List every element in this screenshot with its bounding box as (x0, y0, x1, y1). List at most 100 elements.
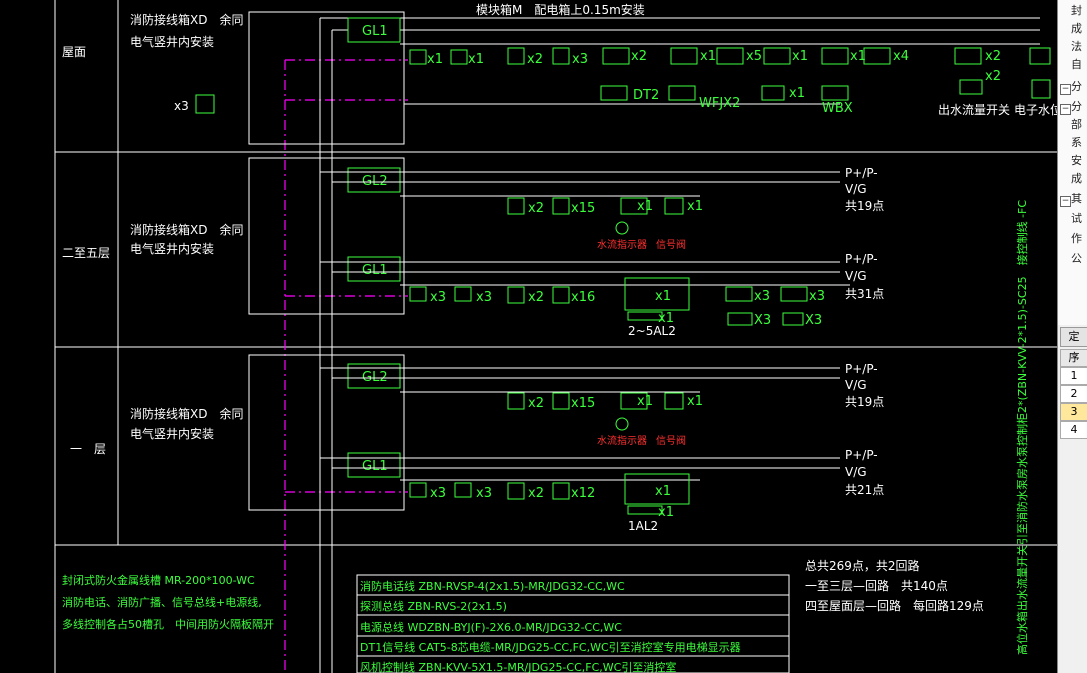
bus-label-1: P+/P- (845, 166, 878, 180)
install-note-f1-1: 消防接线箱XD 余同 (130, 406, 243, 421)
signal-valve-label: 信号阀 (656, 238, 686, 251)
flow-switch-icon (959, 79, 983, 95)
side-panel: 封 成 法 自 − 分 − 分 部 系 安 成 − 其 试 作 公 定 序 1 … (1057, 0, 1087, 673)
count-label: x1 (427, 52, 443, 67)
collapse-icon[interactable]: − (1060, 104, 1071, 115)
water-flow-label: 水流指示器 (597, 238, 647, 251)
manual-alarm-icon (450, 49, 468, 65)
gl1-f2to5-box (347, 256, 401, 282)
count-label: x1 (687, 199, 703, 214)
gl1-f2to5-label: GL1 (362, 263, 388, 278)
count-label: X3 (805, 313, 822, 328)
count-label: x3 (754, 289, 770, 304)
count-label: x2 (528, 486, 544, 501)
signal-valve-label: 信号阀 (656, 434, 686, 447)
panel-tab[interactable]: 定 (1060, 327, 1087, 347)
dt2-module-icon (600, 85, 628, 101)
left-note-2: 消防电话、消防广播、信号总线+电源线, (62, 595, 262, 609)
count-label: x2 (985, 69, 1001, 84)
count-label: x5 (746, 49, 762, 64)
count-label: x3 (476, 486, 492, 501)
count-label: x1 (468, 52, 484, 67)
grid-row-2[interactable]: 2 (1060, 385, 1087, 403)
floor-label-2-5: 二至五层 (62, 246, 110, 260)
flow-switch-label: 出水流量开关 (938, 103, 1010, 117)
total-points: 共31点 (845, 287, 884, 301)
count-label: x2 (527, 52, 543, 67)
sounder-icon (552, 47, 570, 65)
count-label: x1 (637, 394, 653, 409)
legend-box (356, 574, 790, 673)
grid-row-4[interactable]: 4 (1060, 421, 1087, 439)
summary-2: 一至三层—回路 共140点 (805, 578, 948, 593)
install-note-f2to5-1: 消防接线箱XD 余同 (130, 222, 243, 237)
vertical-flow-switch-note: 高位水箱出水流量开关引至消防水泵房水泵控制柜2*(ZBN-KVV-2*1.5)-… (1015, 200, 1029, 655)
elec-valve-label: 电子水位 (1014, 102, 1057, 117)
module-icon (1029, 47, 1051, 65)
count-label: x1 (789, 86, 805, 101)
count-label: x1 (655, 484, 671, 499)
install-note-f1-2: 电气竖井内安装 (130, 426, 214, 441)
count-label: x2 (528, 290, 544, 305)
bus-label-2: V/G (845, 378, 867, 392)
smoke-detector-icon (409, 49, 427, 65)
count-label: x2 (528, 201, 544, 216)
install-note-f2to5-2: 电气竖井内安装 (130, 241, 214, 256)
legend-item: DT1信号线 CAT5-8芯电缆-MR/JDG25-CC,FC,WC引至消控室专… (360, 640, 741, 654)
water-flow-label: 水流指示器 (597, 434, 647, 447)
left-note-3: 多线控制各占50槽孔 中间用防火隔板隔开 (62, 617, 274, 631)
count-label: x2 (985, 49, 1001, 64)
legend-item: 电源总线 WDZBN-BYJ(F)-2X6.0-MR/JDG32-CC,WC (360, 620, 622, 634)
tree-text: 公 (1071, 252, 1082, 265)
bus-label-2: V/G (845, 269, 867, 283)
tree-text: 分 (1071, 80, 1082, 93)
module-icon (761, 85, 785, 101)
tree-text: 部 (1071, 118, 1082, 131)
section-boxes (248, 11, 405, 511)
collapse-icon[interactable]: − (1060, 196, 1071, 207)
install-note-roof-2: 电气竖井内安装 (130, 34, 214, 49)
collapse-icon[interactable]: − (1060, 84, 1071, 95)
grid-row-1[interactable]: 1 (1060, 367, 1087, 385)
count-label: x2 (631, 49, 647, 64)
gl1-f1-box (347, 452, 401, 478)
grid-row-3[interactable]: 3 (1060, 403, 1087, 421)
tree-text: 系 (1071, 136, 1082, 149)
bus-label-1: P+/P- (845, 252, 878, 266)
floor-label-1: 一 层 (70, 442, 106, 456)
gl1-roof-box (347, 17, 401, 43)
total-points: 共19点 (845, 395, 884, 409)
count-label: x1 (850, 49, 866, 64)
dt2-label: DT2 (633, 88, 659, 103)
cad-drawing[interactable]: GL1 GL2 GL1 GL2 GL1 屋面 二至五层 一 层 消防接线箱XD … (0, 0, 1057, 673)
gl2-f1-box (347, 363, 401, 389)
count-label: x1 (658, 505, 674, 520)
gl2-devices (507, 197, 684, 431)
gl-boxes (347, 17, 401, 478)
left-note-1: 封闭式防火金属线槽 MR-200*100-WC (62, 573, 255, 587)
elec-valve-icon (1031, 79, 1051, 99)
bus-label-1: P+/P- (845, 448, 878, 462)
properties-tree[interactable]: 封 成 法 自 − 分 − 分 部 系 安 成 − 其 试 作 公 (1058, 0, 1087, 325)
module-icon (602, 47, 630, 65)
bus-lines (320, 43, 1040, 481)
count-label: x3 (809, 289, 825, 304)
count-label: x1 (792, 49, 808, 64)
f1-gl1-devices (409, 473, 690, 515)
total-points: 共19点 (845, 199, 884, 213)
tree-text: 成 (1071, 22, 1082, 35)
count-label: x16 (571, 290, 595, 305)
gl1-f1-label: GL1 (362, 459, 388, 474)
module-icon (670, 47, 698, 65)
tree-text: 试 (1071, 212, 1082, 225)
count-label: x3 (572, 52, 588, 67)
wfjx2-module-icon (668, 85, 696, 101)
tree-text: 其 (1071, 192, 1082, 205)
total-points: 共21点 (845, 483, 884, 497)
heat-detector-icon (507, 47, 525, 65)
tree-text: 安 (1071, 154, 1082, 167)
count-label: x3 (430, 290, 446, 305)
tree-text: 法 (1071, 40, 1082, 53)
module-icon (863, 47, 891, 65)
count-label: X3 (754, 313, 771, 328)
